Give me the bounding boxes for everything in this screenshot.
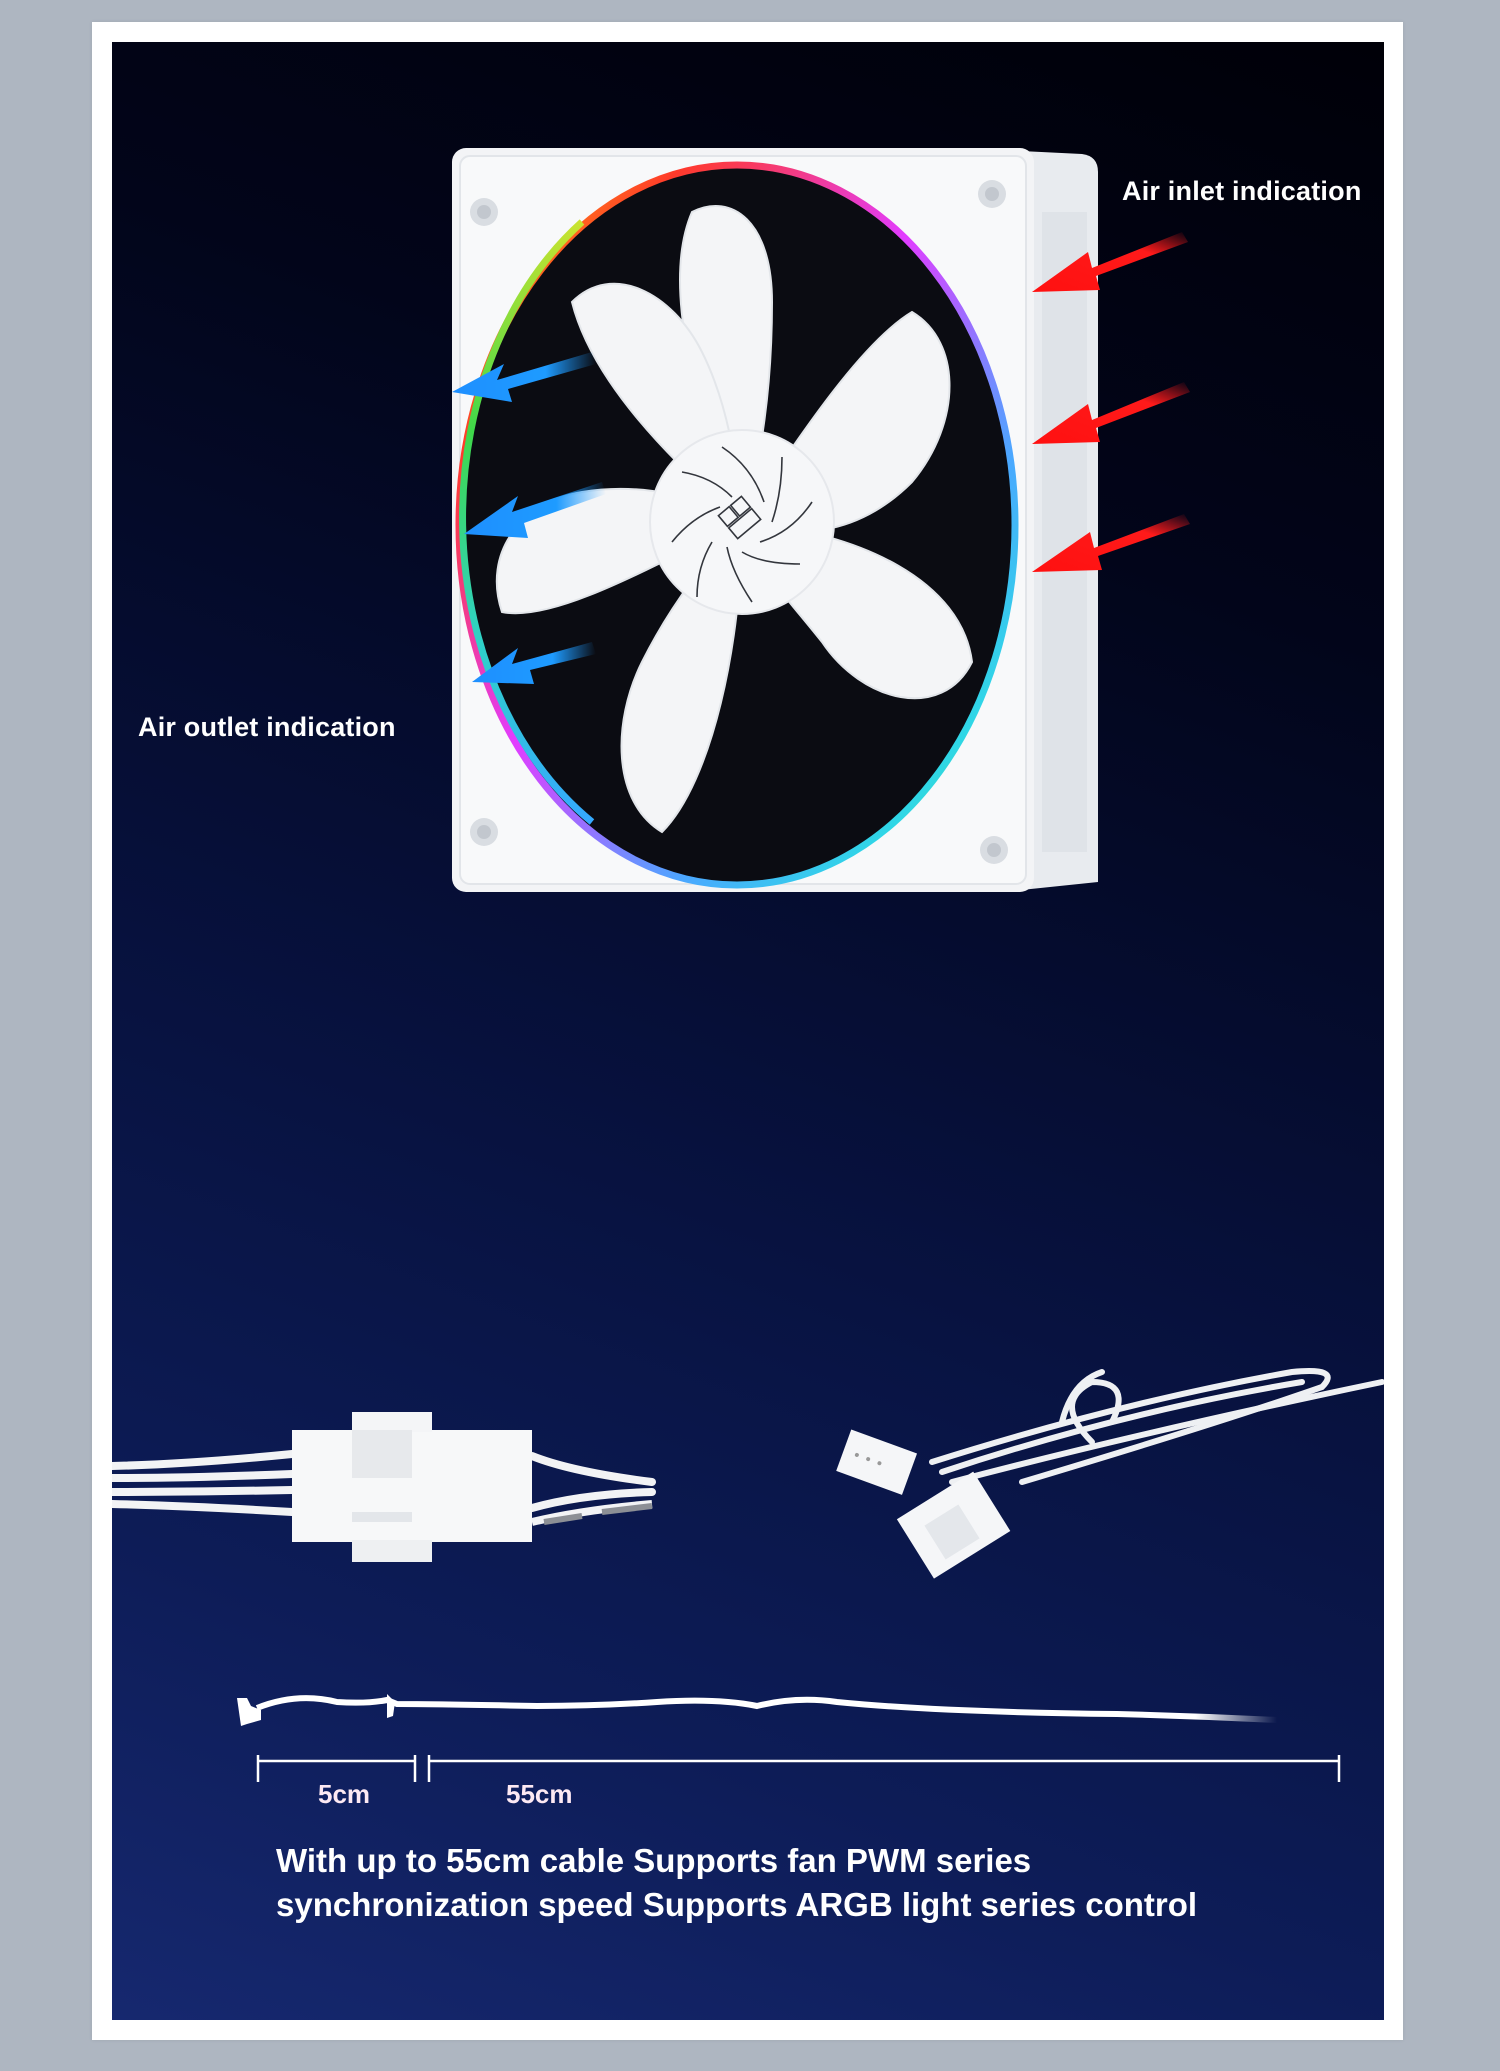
outlet-arrows: [452, 352, 606, 684]
splitter-cable-image: [836, 1368, 1384, 1579]
air-inlet-label: Air inlet indication: [1122, 176, 1362, 206]
fan-image: [452, 148, 1098, 892]
brand-logo-icon: [717, 495, 762, 540]
caption-line-1: With up to 55cm cable Supports fan PWM s…: [276, 1842, 1032, 1879]
air-outlet-label: Air outlet indication: [138, 712, 396, 742]
product-panel: Air inlet indication Air outlet indicati…: [112, 42, 1384, 2020]
measure-label-5cm: 5cm: [318, 1779, 371, 1809]
measure-label-55cm: 55cm: [506, 1779, 573, 1809]
measure-brackets: [256, 1755, 1341, 1782]
fan-connector-image: [112, 1412, 656, 1562]
cable-length-image: [237, 1694, 1278, 1726]
feature-caption: With up to 55cm cable Supports fan PWM s…: [276, 1839, 1356, 1927]
caption-line-2: synchronization speed Supports ARGB ligh…: [276, 1886, 1198, 1923]
image-frame: Air inlet indication Air outlet indicati…: [92, 22, 1403, 2040]
inlet-arrows: [1032, 232, 1190, 572]
